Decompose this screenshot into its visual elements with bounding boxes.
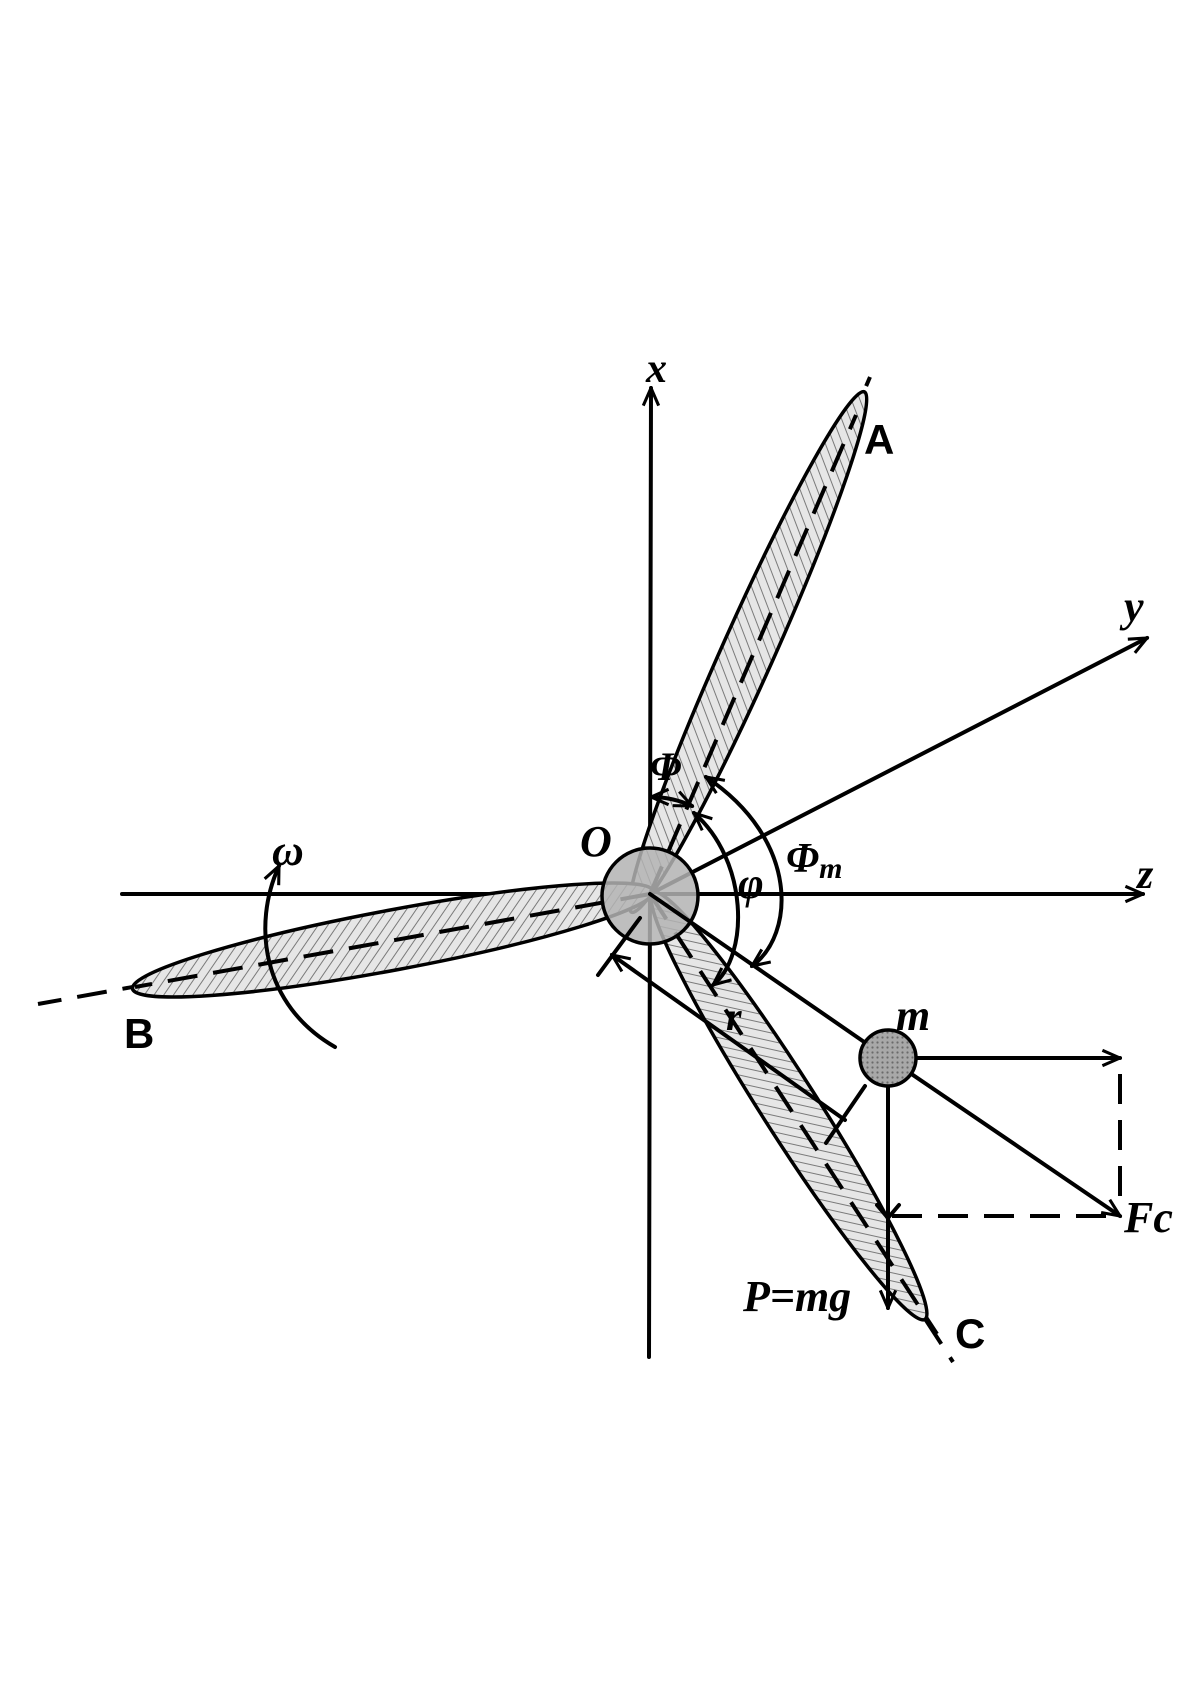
blade-a-centerline-inner xyxy=(648,414,858,895)
radius-dimension xyxy=(612,955,847,1122)
blade-b-label: B xyxy=(124,1010,154,1057)
x-axis-label: x xyxy=(645,346,667,392)
mass-label: m xyxy=(896,991,930,1040)
blade-b xyxy=(130,881,656,999)
centrifugal-force-vector xyxy=(886,1056,1120,1216)
weight-label: P=mg xyxy=(742,1272,851,1321)
blade-c-label: C xyxy=(955,1310,985,1357)
varphi-label: φ xyxy=(738,859,764,908)
projection-tick xyxy=(875,1203,901,1222)
radius-extension-hub xyxy=(596,916,642,977)
phi-angle-arc xyxy=(651,797,692,808)
radius-extension-mass xyxy=(824,1084,867,1145)
phi-label: Φ xyxy=(650,744,682,789)
phi-m-angle-arc xyxy=(706,777,784,966)
origin-label: O xyxy=(580,817,612,866)
blade-b-centerline-inner xyxy=(134,892,651,989)
y-axis-label: y xyxy=(1119,582,1144,631)
omega-label: ω xyxy=(272,826,304,875)
omega-rotation-arc xyxy=(263,866,337,1049)
z-axis-label: z xyxy=(1135,852,1154,898)
blade-a-label: A xyxy=(864,416,894,463)
radius-label: r xyxy=(726,994,742,1039)
centrifugal-force-label: Fc xyxy=(1123,1193,1173,1242)
phi-m-label: Φm xyxy=(786,836,842,885)
mass-point xyxy=(858,1028,918,1088)
radial-line-to-mass xyxy=(648,892,885,1057)
